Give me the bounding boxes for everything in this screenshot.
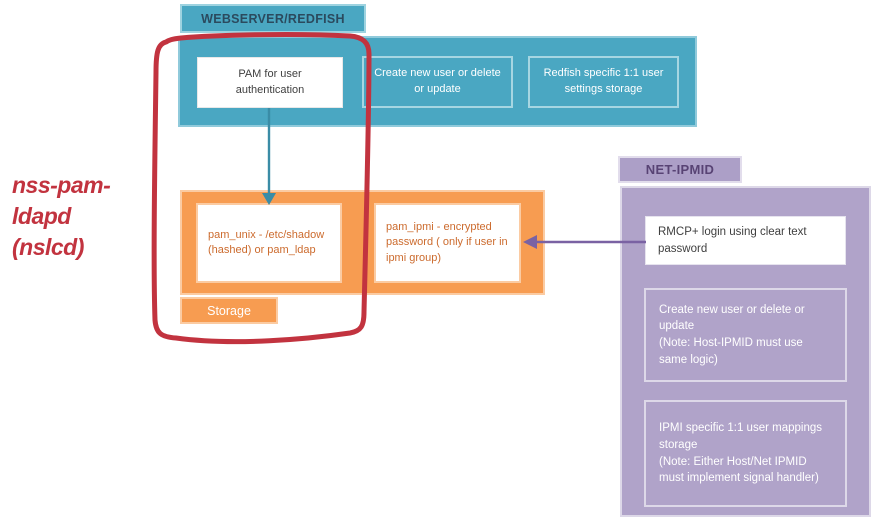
storage-tag-label: Storage — [207, 303, 251, 318]
nslcd-annotation-line1: nss-pam-ldapd — [12, 172, 111, 229]
storage-tag-box: Storage — [180, 297, 278, 324]
net-ipmid-title: NET-IPMID — [645, 162, 715, 177]
net-ipmid-create-user-label: Create new user or delete or update (Not… — [659, 303, 805, 366]
pam-ipmi-label: pam_ipmi - encrypted password ( only if … — [386, 220, 508, 264]
redfish-settings-storage-label: Redfish specific 1:1 user settings stora… — [543, 67, 664, 95]
pam-authentication-label: PAM for user authentication — [235, 68, 305, 96]
pam-unix-box: pam_unix - /etc/shadow (hashed) or pam_l… — [196, 203, 342, 283]
webserver-create-user-label: Create new user or delete or update — [374, 67, 501, 95]
pam-authentication-box: PAM for user authentication — [197, 57, 343, 108]
rmcp-login-label: RMCP+ login using clear text password — [658, 226, 807, 255]
pam-unix-label: pam_unix - /etc/shadow (hashed) or pam_l… — [208, 228, 325, 256]
net-ipmid-title-box: NET-IPMID — [618, 156, 742, 183]
ipmi-user-mappings-box: IPMI specific 1:1 user mappings storage … — [644, 400, 847, 507]
webserver-create-user-box: Create new user or delete or update — [362, 56, 513, 108]
redfish-settings-storage-box: Redfish specific 1:1 user settings stora… — [528, 56, 679, 108]
webserver-redfish-title-box: WEBSERVER/REDFISH — [180, 4, 366, 33]
nslcd-annotation-line2: (nslcd) — [12, 234, 84, 260]
pam-ipmi-box: pam_ipmi - encrypted password ( only if … — [374, 203, 521, 283]
rmcp-login-box: RMCP+ login using clear text password — [645, 216, 846, 265]
nslcd-annotation: nss-pam-ldapd (nslcd) — [12, 170, 162, 263]
net-ipmid-create-user-box: Create new user or delete or update (Not… — [644, 288, 847, 382]
ipmi-user-mappings-label: IPMI specific 1:1 user mappings storage … — [659, 422, 822, 485]
webserver-redfish-title: WEBSERVER/REDFISH — [201, 11, 345, 26]
